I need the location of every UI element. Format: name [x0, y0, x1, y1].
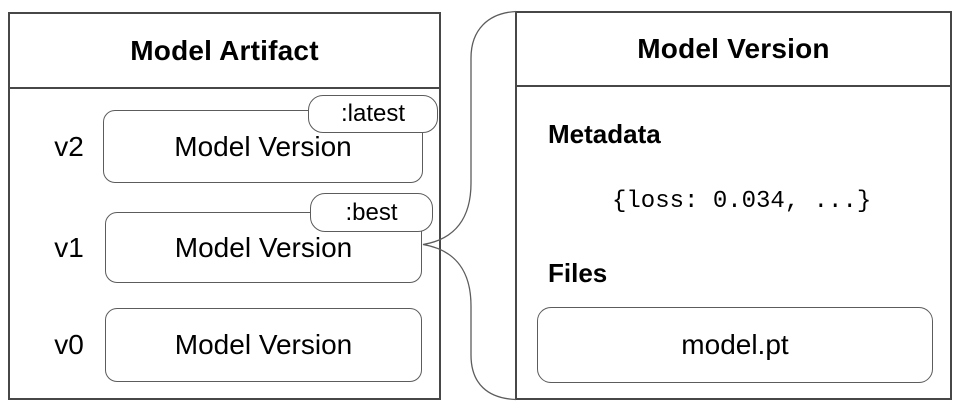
model-version-box-v1-label: Model Version	[174, 231, 353, 263]
model-version-header: Model Version	[517, 13, 950, 87]
model-version-box-v1: Model Version	[105, 212, 422, 283]
model-version-box-v0-label: Model Version	[174, 329, 353, 360]
version-id-v0: v0	[54, 329, 84, 360]
version-id-v1: v1	[54, 231, 84, 263]
model-version-box-v0: Model Version	[105, 308, 422, 382]
model-artifact-panel: Model Artifact v2 Model Version :latest …	[8, 12, 441, 400]
tag-best: :best	[310, 193, 433, 232]
metadata-value: {loss: 0.034, ...}	[612, 188, 872, 215]
model-artifact-title: Model Artifact	[130, 34, 319, 66]
file-name: model.pt	[681, 329, 789, 360]
tag-latest-label: :latest	[340, 100, 406, 127]
file-box-model-pt: model.pt	[537, 307, 933, 383]
version-id-v2: v2	[54, 130, 84, 162]
model-artifact-header: Model Artifact	[10, 14, 439, 89]
model-version-panel: Model Version Metadata {loss: 0.034, ...…	[515, 11, 952, 400]
tag-best-label: :best	[345, 198, 398, 226]
metadata-heading: Metadata	[548, 119, 661, 149]
files-heading: Files	[548, 258, 608, 288]
model-version-title: Model Version	[637, 33, 830, 64]
tag-latest: :latest	[308, 95, 438, 133]
model-version-box-v2-label: Model Version	[174, 130, 352, 162]
